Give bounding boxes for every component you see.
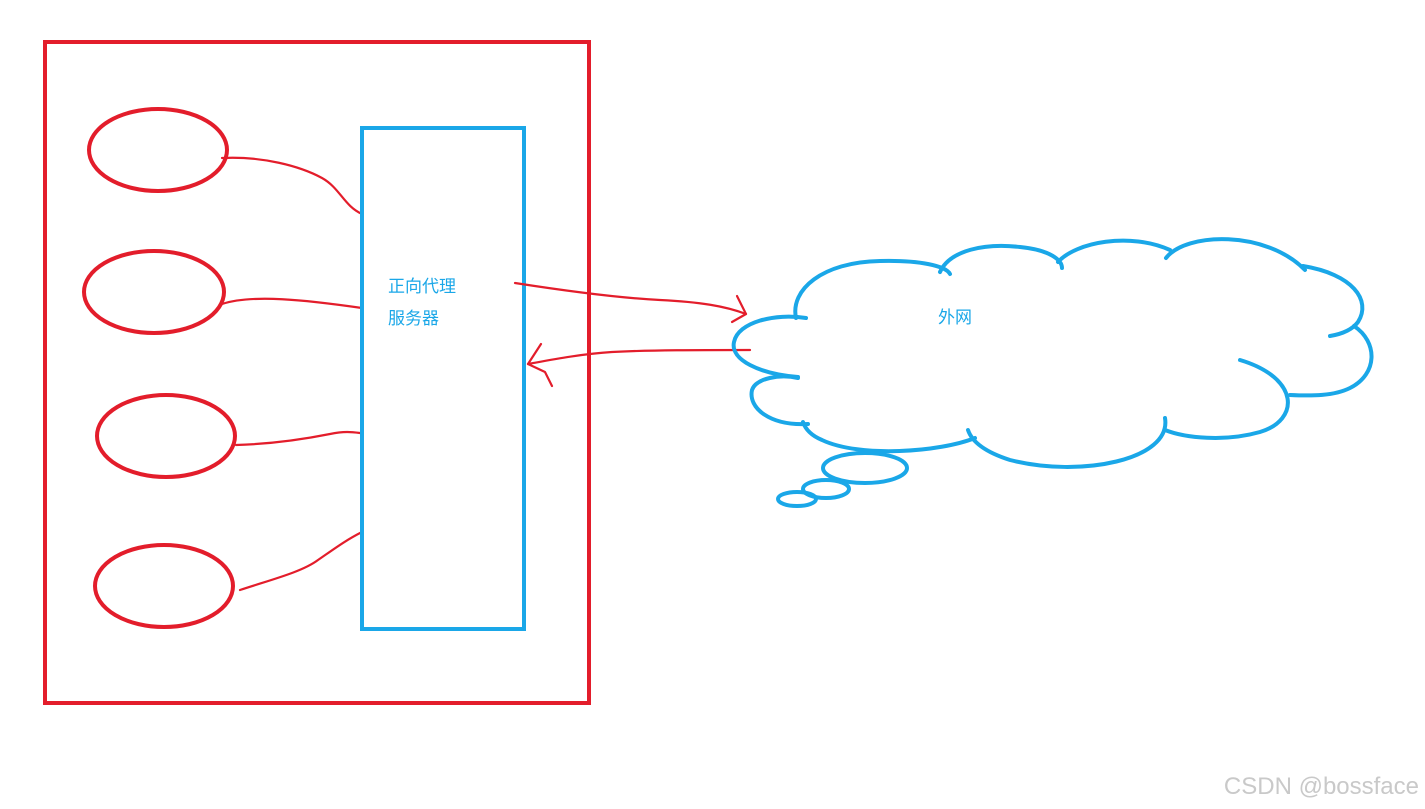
proxy-label-line-1: 正向代理 (388, 277, 456, 297)
response-arrow-head (526, 342, 554, 388)
request-arrow-line (513, 281, 748, 316)
request-arrow-head (730, 294, 748, 324)
proxy-label-line-2: 服务器 (388, 309, 439, 329)
proxy-server-box (360, 126, 526, 631)
client-2-connection (220, 297, 364, 310)
client-node-1 (87, 107, 229, 193)
client-node-2 (82, 249, 226, 335)
watermark: CSDN @bossface (1223, 773, 1419, 800)
internal-network-boundary (43, 40, 591, 705)
client-1-connection (220, 156, 364, 216)
client-node-4 (93, 543, 235, 629)
response-arrow-line (526, 348, 752, 366)
client-3-connection (234, 430, 362, 447)
client-node-3 (95, 393, 237, 479)
internet-cloud (731, 237, 1374, 508)
internet-cloud-label: 外网 (938, 308, 972, 328)
client-4-connection (238, 530, 364, 592)
